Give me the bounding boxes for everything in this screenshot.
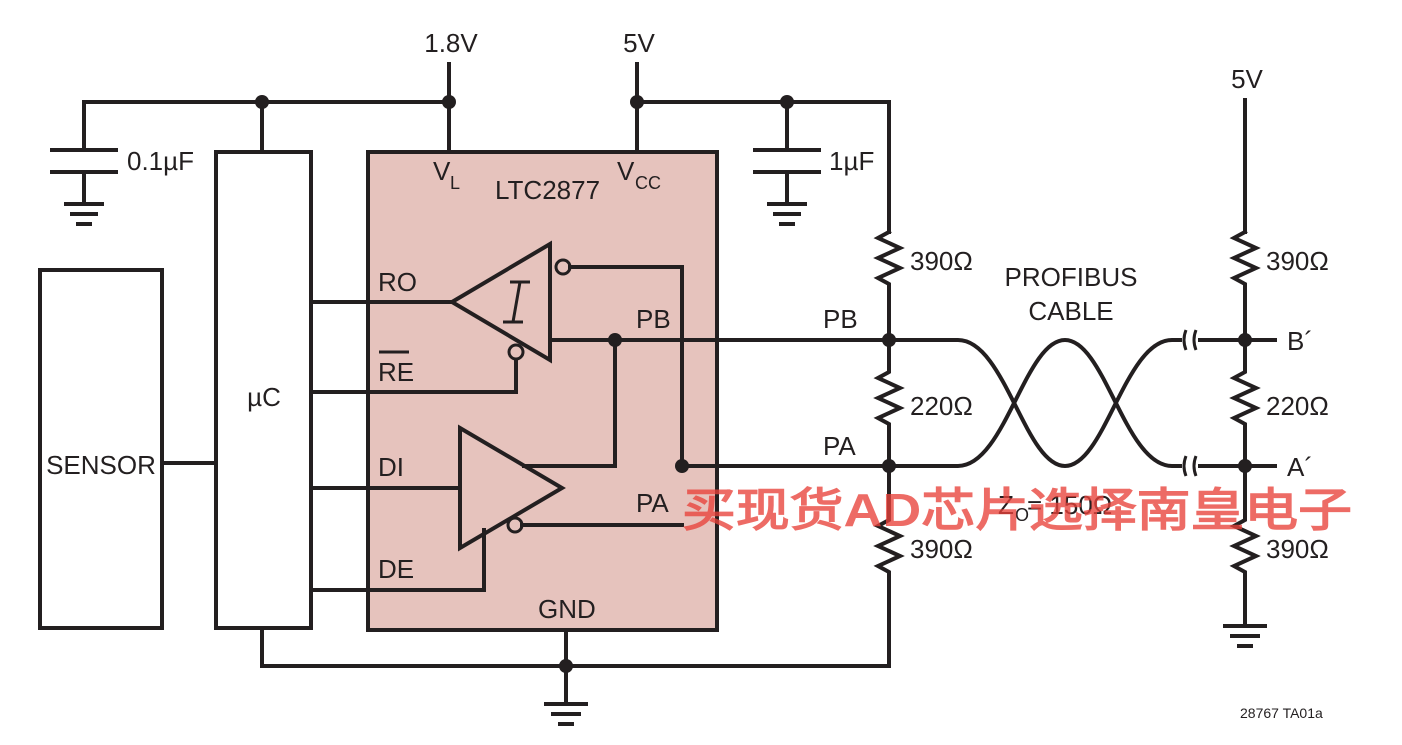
label-pin-ro: RO xyxy=(378,267,417,297)
label-pin-re: RE xyxy=(378,357,414,387)
capacitor-right xyxy=(753,148,821,226)
label-pin-di: DI xyxy=(378,452,404,482)
resistor-top-left xyxy=(873,229,905,342)
junction-dots xyxy=(255,95,1252,673)
label-impedance-val: = 150Ω xyxy=(1027,490,1112,520)
ground-right xyxy=(1223,624,1267,648)
cable-pb-wire xyxy=(887,338,1182,469)
label-res-top-left: 390Ω xyxy=(910,246,973,276)
capacitor-left xyxy=(50,148,118,226)
label-res-bot-left: 390Ω xyxy=(910,534,973,564)
receiver-buffer xyxy=(448,240,572,364)
label-figure-id: 28767 TA01a xyxy=(1240,705,1323,721)
resistor-bot-right xyxy=(1229,464,1261,628)
driver-out-pb xyxy=(522,338,617,468)
resistor-mid-left xyxy=(873,338,905,468)
label-impedance-sub: O xyxy=(1015,505,1029,525)
label-pin-de: DE xyxy=(378,554,414,584)
label-chip-name: LTC2877 xyxy=(495,175,600,205)
cable-pa-wire xyxy=(887,337,1182,468)
label-node-b: B´ xyxy=(1287,326,1313,356)
label-res-bot-right: 390Ω xyxy=(1266,534,1329,564)
label-pin-pb: PB xyxy=(636,304,671,334)
label-cap-right: 1µF xyxy=(829,146,874,176)
label-pin-vcc-sub: CC xyxy=(635,173,661,193)
label-pin-vl-sub: L xyxy=(450,173,460,193)
receiver-inv-input xyxy=(568,265,684,468)
label-impedance-z: Z xyxy=(998,490,1014,520)
label-pin-vcc: V xyxy=(617,156,635,186)
label-cap-left: 0.1µF xyxy=(127,146,194,176)
watermark: 买现货AD芯片选择南皇电子 xyxy=(682,484,1352,536)
resistor-top-right xyxy=(1229,229,1261,342)
label-res-mid-left: 220Ω xyxy=(910,391,973,421)
re-wire xyxy=(309,358,518,394)
vcc-rail xyxy=(635,100,891,234)
de-wire xyxy=(309,528,486,592)
label-supply-term: 5V xyxy=(1231,64,1263,94)
label-pin-pa: PA xyxy=(636,488,669,518)
label-net-pa: PA xyxy=(823,431,856,461)
label-supply-vl: 1.8V xyxy=(424,28,478,58)
cable-break-marks xyxy=(1182,329,1198,477)
ground-main xyxy=(544,702,588,726)
bottom-gnd-rail xyxy=(260,588,891,668)
label-res-top-right: 390Ω xyxy=(1266,246,1329,276)
label-cable-line2: CABLE xyxy=(1028,296,1113,326)
resistor-bot-left xyxy=(873,464,905,592)
label-supply-vcc: 5V xyxy=(623,28,655,58)
resistor-mid-right xyxy=(1229,338,1261,468)
sensor-block xyxy=(38,268,164,630)
label-pin-gnd: GND xyxy=(538,594,596,624)
label-res-mid-right: 220Ω xyxy=(1266,391,1329,421)
label-sensor: SENSOR xyxy=(46,450,156,480)
label-net-pb: PB xyxy=(823,304,858,334)
label-cable-line1: PROFIBUS xyxy=(1005,262,1138,292)
label-pin-vl: V xyxy=(433,156,451,186)
label-node-a: A´ xyxy=(1287,452,1313,482)
label-mcu: µC xyxy=(247,382,281,412)
